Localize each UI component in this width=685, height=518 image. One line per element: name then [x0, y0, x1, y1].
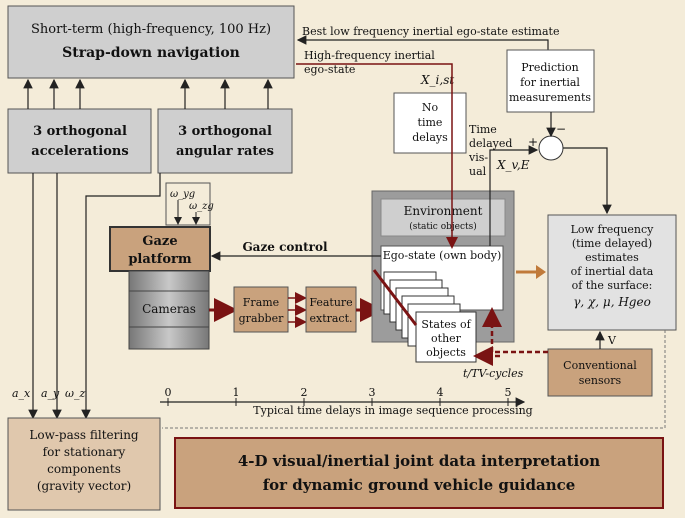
accel-line2: accelerations — [31, 144, 128, 159]
states-line1: States of — [421, 318, 471, 331]
grabber-to-feature-arrows — [288, 292, 307, 328]
strapdown-line1: Short-term (high-frequency, 100 Hz) — [31, 22, 271, 37]
frame-grabber-block — [233, 286, 289, 333]
label-omega-z: ω_z — [65, 387, 85, 400]
accel-line1: 3 orthogonal — [33, 124, 127, 139]
prediction-line3: measurements — [509, 91, 591, 104]
env-to-lowfreq-arrowhead — [536, 265, 546, 279]
label-ax: a_x — [12, 387, 31, 400]
label-v: V — [607, 334, 617, 347]
environment-header — [380, 198, 506, 237]
lowfreq-line4: of inertial data — [571, 265, 654, 278]
conv-line1: Conventional — [563, 359, 637, 372]
lowfreq-line3: estimates — [585, 251, 639, 264]
gaze-line2: platform — [128, 252, 192, 267]
label-x-ist: X_i,st — [420, 73, 454, 87]
rates-line2: angular rates — [176, 144, 274, 159]
lowfreq-line5: of the surface: — [572, 279, 653, 292]
label-ay: a_y — [41, 387, 60, 400]
minus-sign: − — [556, 122, 566, 136]
lowpass-filter-block — [7, 417, 161, 511]
sensor-to-strapdown-arrows — [23, 78, 273, 109]
lowfreq-line6: γ, χ, μ, Hgeo — [573, 295, 651, 309]
timeline-tick-label: 5 — [505, 386, 512, 399]
high-freq-line2: ego-state — [304, 63, 355, 76]
tv-cycles-label: t/TV-cycles — [463, 367, 524, 380]
gaze-gyro-box — [165, 182, 211, 226]
frame-line1: Frame — [243, 296, 279, 309]
conventional-sensors-block — [547, 348, 653, 397]
label-omega-yg: ω_yg — [170, 189, 195, 200]
frame-line2: grabber — [239, 312, 284, 325]
time-delayed-line1: Time — [469, 123, 497, 136]
strapdown-navigation-block — [7, 5, 295, 79]
no-delay-line1: No — [422, 101, 439, 114]
timeline-tick-label: 2 — [301, 386, 308, 399]
title-block — [174, 437, 664, 509]
states-line2: other — [431, 332, 462, 345]
best-low-freq-label: Best low frequency inertial ego-state es… — [302, 25, 559, 38]
diagonal-feature-line — [372, 269, 418, 326]
env-line2: (static objects) — [409, 221, 477, 232]
plus-sign: + — [528, 135, 538, 149]
cameras-label: Cameras — [142, 302, 196, 316]
label-omega-zg: ω_zg — [189, 201, 214, 212]
title-line1: 4-D visual/inertial joint data interpret… — [238, 452, 600, 470]
ego-state-label: Ego-state (own body) — [383, 249, 502, 262]
prediction-line1: Prediction — [521, 61, 579, 74]
gaze-line1: Gaze — [142, 234, 177, 249]
gaze-platform-block — [109, 226, 211, 272]
gaze-control-label: Gaze control — [242, 240, 328, 254]
states-line3: objects — [426, 346, 466, 359]
prediction-line2: for inertial — [520, 76, 580, 89]
feature-line2: extract. — [309, 312, 352, 325]
high-freq-line1: High-frequency inertial — [304, 49, 435, 62]
time-delayed-line4: ual — [469, 165, 487, 178]
no-delays-block — [393, 92, 467, 154]
high-freq-ego-state-line — [296, 63, 458, 249]
low-frequency-block — [547, 214, 677, 331]
timeline-ticks: 0 1 2 3 4 5 — [165, 386, 512, 406]
label-x-ve: X_v,E — [496, 158, 530, 172]
lowfreq-line1: Low frequency — [571, 223, 655, 236]
env-line1: Environment — [404, 204, 483, 218]
time-delayed-line3: vis- — [468, 151, 488, 164]
lowfreq-to-lowpass-dashed — [162, 330, 666, 429]
no-delay-line2: time — [418, 116, 443, 129]
angular-rates-block — [157, 108, 293, 174]
lowpass-line1: Low-pass filtering — [29, 428, 139, 442]
axis-caption: Typical time delays in image sequence pr… — [253, 404, 532, 417]
timeline-tick-label: 1 — [233, 386, 240, 399]
rates-line1: 3 orthogonal — [178, 124, 272, 139]
time-delayed-line2: delayed — [469, 137, 512, 150]
conv-line2: sensors — [579, 374, 622, 387]
junction-to-lowfreq-arrow — [563, 147, 612, 215]
lowpass-line4: (gravity vector) — [37, 479, 131, 493]
prediction-block — [506, 49, 595, 113]
title-line2: for dynamic ground vehicle guidance — [263, 476, 576, 494]
feature-line1: Feature — [309, 296, 352, 309]
summing-junction — [538, 135, 564, 161]
lowpass-line2: for stationary — [43, 445, 126, 459]
visual-to-junction-arrow — [489, 145, 539, 246]
accelerations-block — [7, 108, 152, 174]
no-delay-line3: delays — [412, 131, 448, 144]
gyro-arrows — [174, 200, 200, 225]
lowpass-line3: components — [47, 462, 121, 476]
other-objects-stack — [383, 271, 477, 363]
sensor-to-lowpass-arrows — [28, 173, 161, 420]
feature-extract-block — [305, 286, 357, 333]
lowfreq-line2: (time delayed) — [572, 237, 652, 250]
best-estimate-line — [296, 35, 549, 50]
cameras-block — [128, 270, 210, 350]
strapdown-line2: Strap-down navigation — [62, 45, 240, 61]
timeline-tick-label: 4 — [437, 386, 444, 399]
timeline-tick-label: 0 — [165, 386, 172, 399]
timeline-tick-label: 3 — [369, 386, 376, 399]
